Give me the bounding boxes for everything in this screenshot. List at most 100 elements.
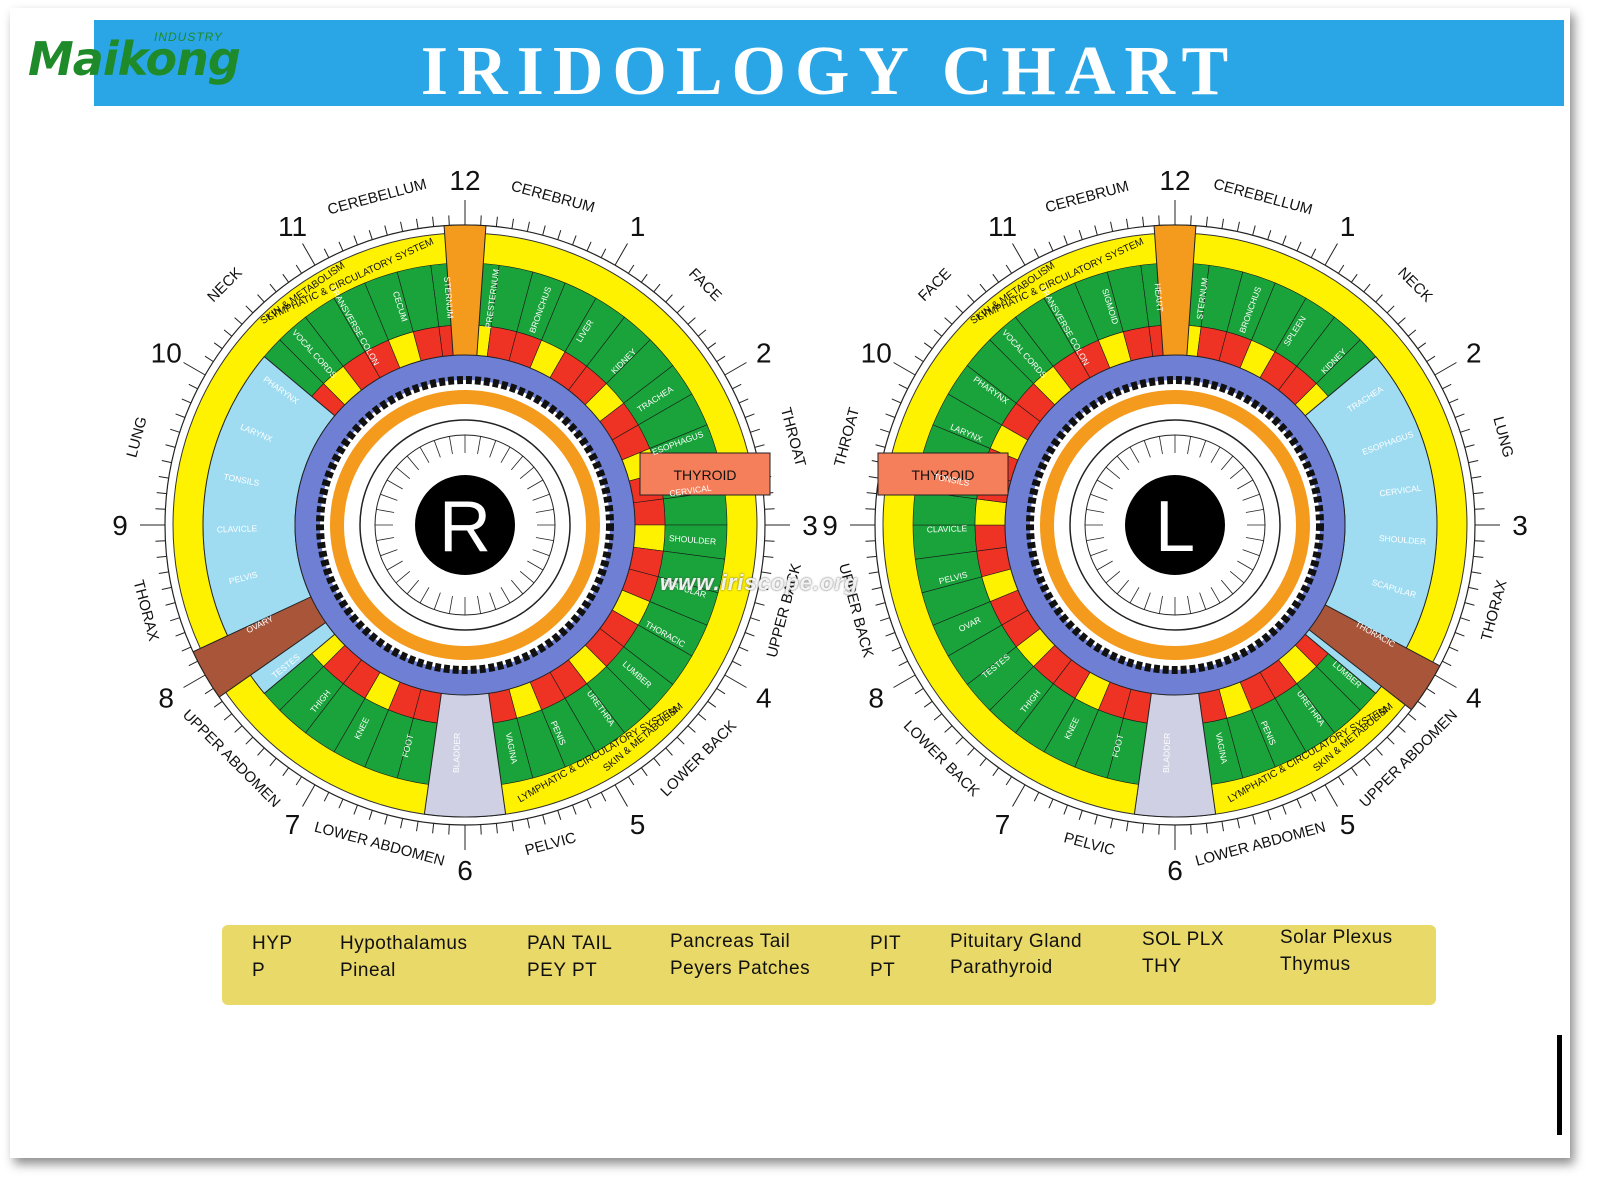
scale-tick — [614, 243, 628, 266]
organ-sector — [974, 498, 1007, 526]
organ-sector — [974, 524, 1007, 552]
scale-tick — [269, 757, 277, 767]
stomach-tick — [1210, 446, 1221, 463]
scale-tick — [480, 215, 482, 226]
legend-abbr: PEY PT — [527, 960, 598, 981]
scale-tick — [754, 602, 765, 606]
scale-tick — [1350, 273, 1358, 283]
scale-tick — [1468, 460, 1479, 464]
scale-tick — [181, 398, 192, 404]
stomach-tick — [1096, 560, 1113, 571]
scale-tick — [640, 767, 648, 777]
scale-tick — [979, 283, 987, 293]
scale-tick — [750, 428, 760, 433]
scale-tick — [432, 216, 435, 227]
scale-tick — [353, 235, 358, 246]
region-label: LOWER ABDOMEN — [1194, 819, 1328, 870]
scale-tick — [1434, 362, 1457, 376]
organ-label: SHOULDER — [669, 533, 717, 547]
scale-tick — [1363, 283, 1371, 293]
stomach-tick — [1129, 587, 1140, 604]
scale-tick — [1158, 824, 1160, 835]
stomach-tick — [395, 570, 411, 584]
stomach-tick — [489, 592, 497, 610]
scale-tick — [183, 674, 206, 688]
stomach-tick — [433, 440, 441, 458]
scale-tick — [188, 660, 198, 667]
scale-tick — [1296, 241, 1302, 252]
scale-tick — [204, 687, 214, 695]
scale-tick — [1407, 713, 1417, 721]
scale-tick — [338, 241, 344, 252]
stomach-tick — [519, 466, 535, 480]
scale-tick — [866, 492, 877, 495]
stomach-tick — [448, 595, 453, 614]
legend-abbr: PT — [870, 960, 896, 981]
stomach-tick — [1105, 570, 1121, 584]
region-label: THROAT — [831, 406, 863, 469]
scale-tick — [1126, 218, 1129, 229]
scale-tick — [526, 818, 530, 829]
scale-tick — [732, 383, 742, 390]
scale-tick — [1460, 428, 1470, 433]
scale-tick — [368, 810, 373, 820]
scale-tick — [880, 428, 890, 433]
scale-tick — [1142, 823, 1145, 834]
scale-tick — [213, 700, 223, 708]
scale-tick — [572, 804, 577, 815]
stomach-tick — [500, 587, 511, 604]
scale-tick — [1473, 555, 1484, 558]
scale-tick — [572, 235, 577, 246]
stomach-tick — [1086, 508, 1105, 513]
stomach-tick — [1229, 570, 1245, 584]
clock-number: 6 — [457, 855, 473, 886]
organ-label: BLADDER — [451, 733, 462, 773]
scale-tick — [880, 617, 890, 622]
stomach-tick — [510, 579, 524, 595]
scale-tick — [1375, 294, 1383, 303]
scale-tick — [1350, 767, 1358, 777]
scale-tick — [933, 329, 943, 337]
scale-tick — [1448, 646, 1459, 652]
stomach-tick — [532, 549, 550, 557]
scale-tick — [282, 767, 290, 777]
scale-tick — [614, 784, 628, 807]
scale-tick — [716, 687, 726, 695]
scale-tick — [1468, 586, 1479, 590]
scale-tick — [1454, 632, 1465, 637]
scale-tick — [1324, 784, 1338, 807]
clock-number: 5 — [1340, 809, 1356, 840]
clock-number: 6 — [1167, 855, 1183, 886]
stomach-tick — [527, 479, 544, 490]
scale-tick — [1012, 243, 1026, 266]
clock-number: 4 — [1466, 683, 1482, 714]
scale-tick — [156, 492, 167, 495]
scale-tick — [1454, 413, 1465, 418]
scale-tick — [738, 398, 749, 404]
legend-abbr: PIT — [870, 933, 902, 954]
region-label: PELVIC — [1062, 829, 1117, 859]
thyroid-box — [639, 452, 771, 496]
scale-tick — [1375, 747, 1383, 756]
scale-tick — [600, 248, 607, 258]
scale-tick — [1063, 235, 1068, 246]
scale-tick — [955, 736, 964, 745]
intestine-ring — [1040, 390, 1310, 660]
organ-sector — [633, 498, 666, 526]
stomach-inner — [1084, 434, 1266, 616]
stomach-tick — [1187, 436, 1192, 455]
organ-label: SHOULDER — [1379, 533, 1427, 547]
scale-tick — [188, 383, 198, 390]
region-label: CEREBRUM — [509, 178, 596, 217]
brand-logo: Maikong INDUSTRY — [24, 18, 254, 88]
scale-tick — [323, 792, 330, 802]
scale-tick — [511, 218, 514, 229]
stomach-tick — [1220, 579, 1234, 595]
scale-tick — [245, 305, 254, 314]
clock-number: 7 — [285, 809, 301, 840]
clock-number: 3 — [802, 510, 818, 541]
scale-tick — [448, 824, 450, 835]
clock-number: 11 — [988, 211, 1017, 242]
stomach-tick — [1242, 549, 1260, 557]
scale-tick — [170, 428, 180, 433]
